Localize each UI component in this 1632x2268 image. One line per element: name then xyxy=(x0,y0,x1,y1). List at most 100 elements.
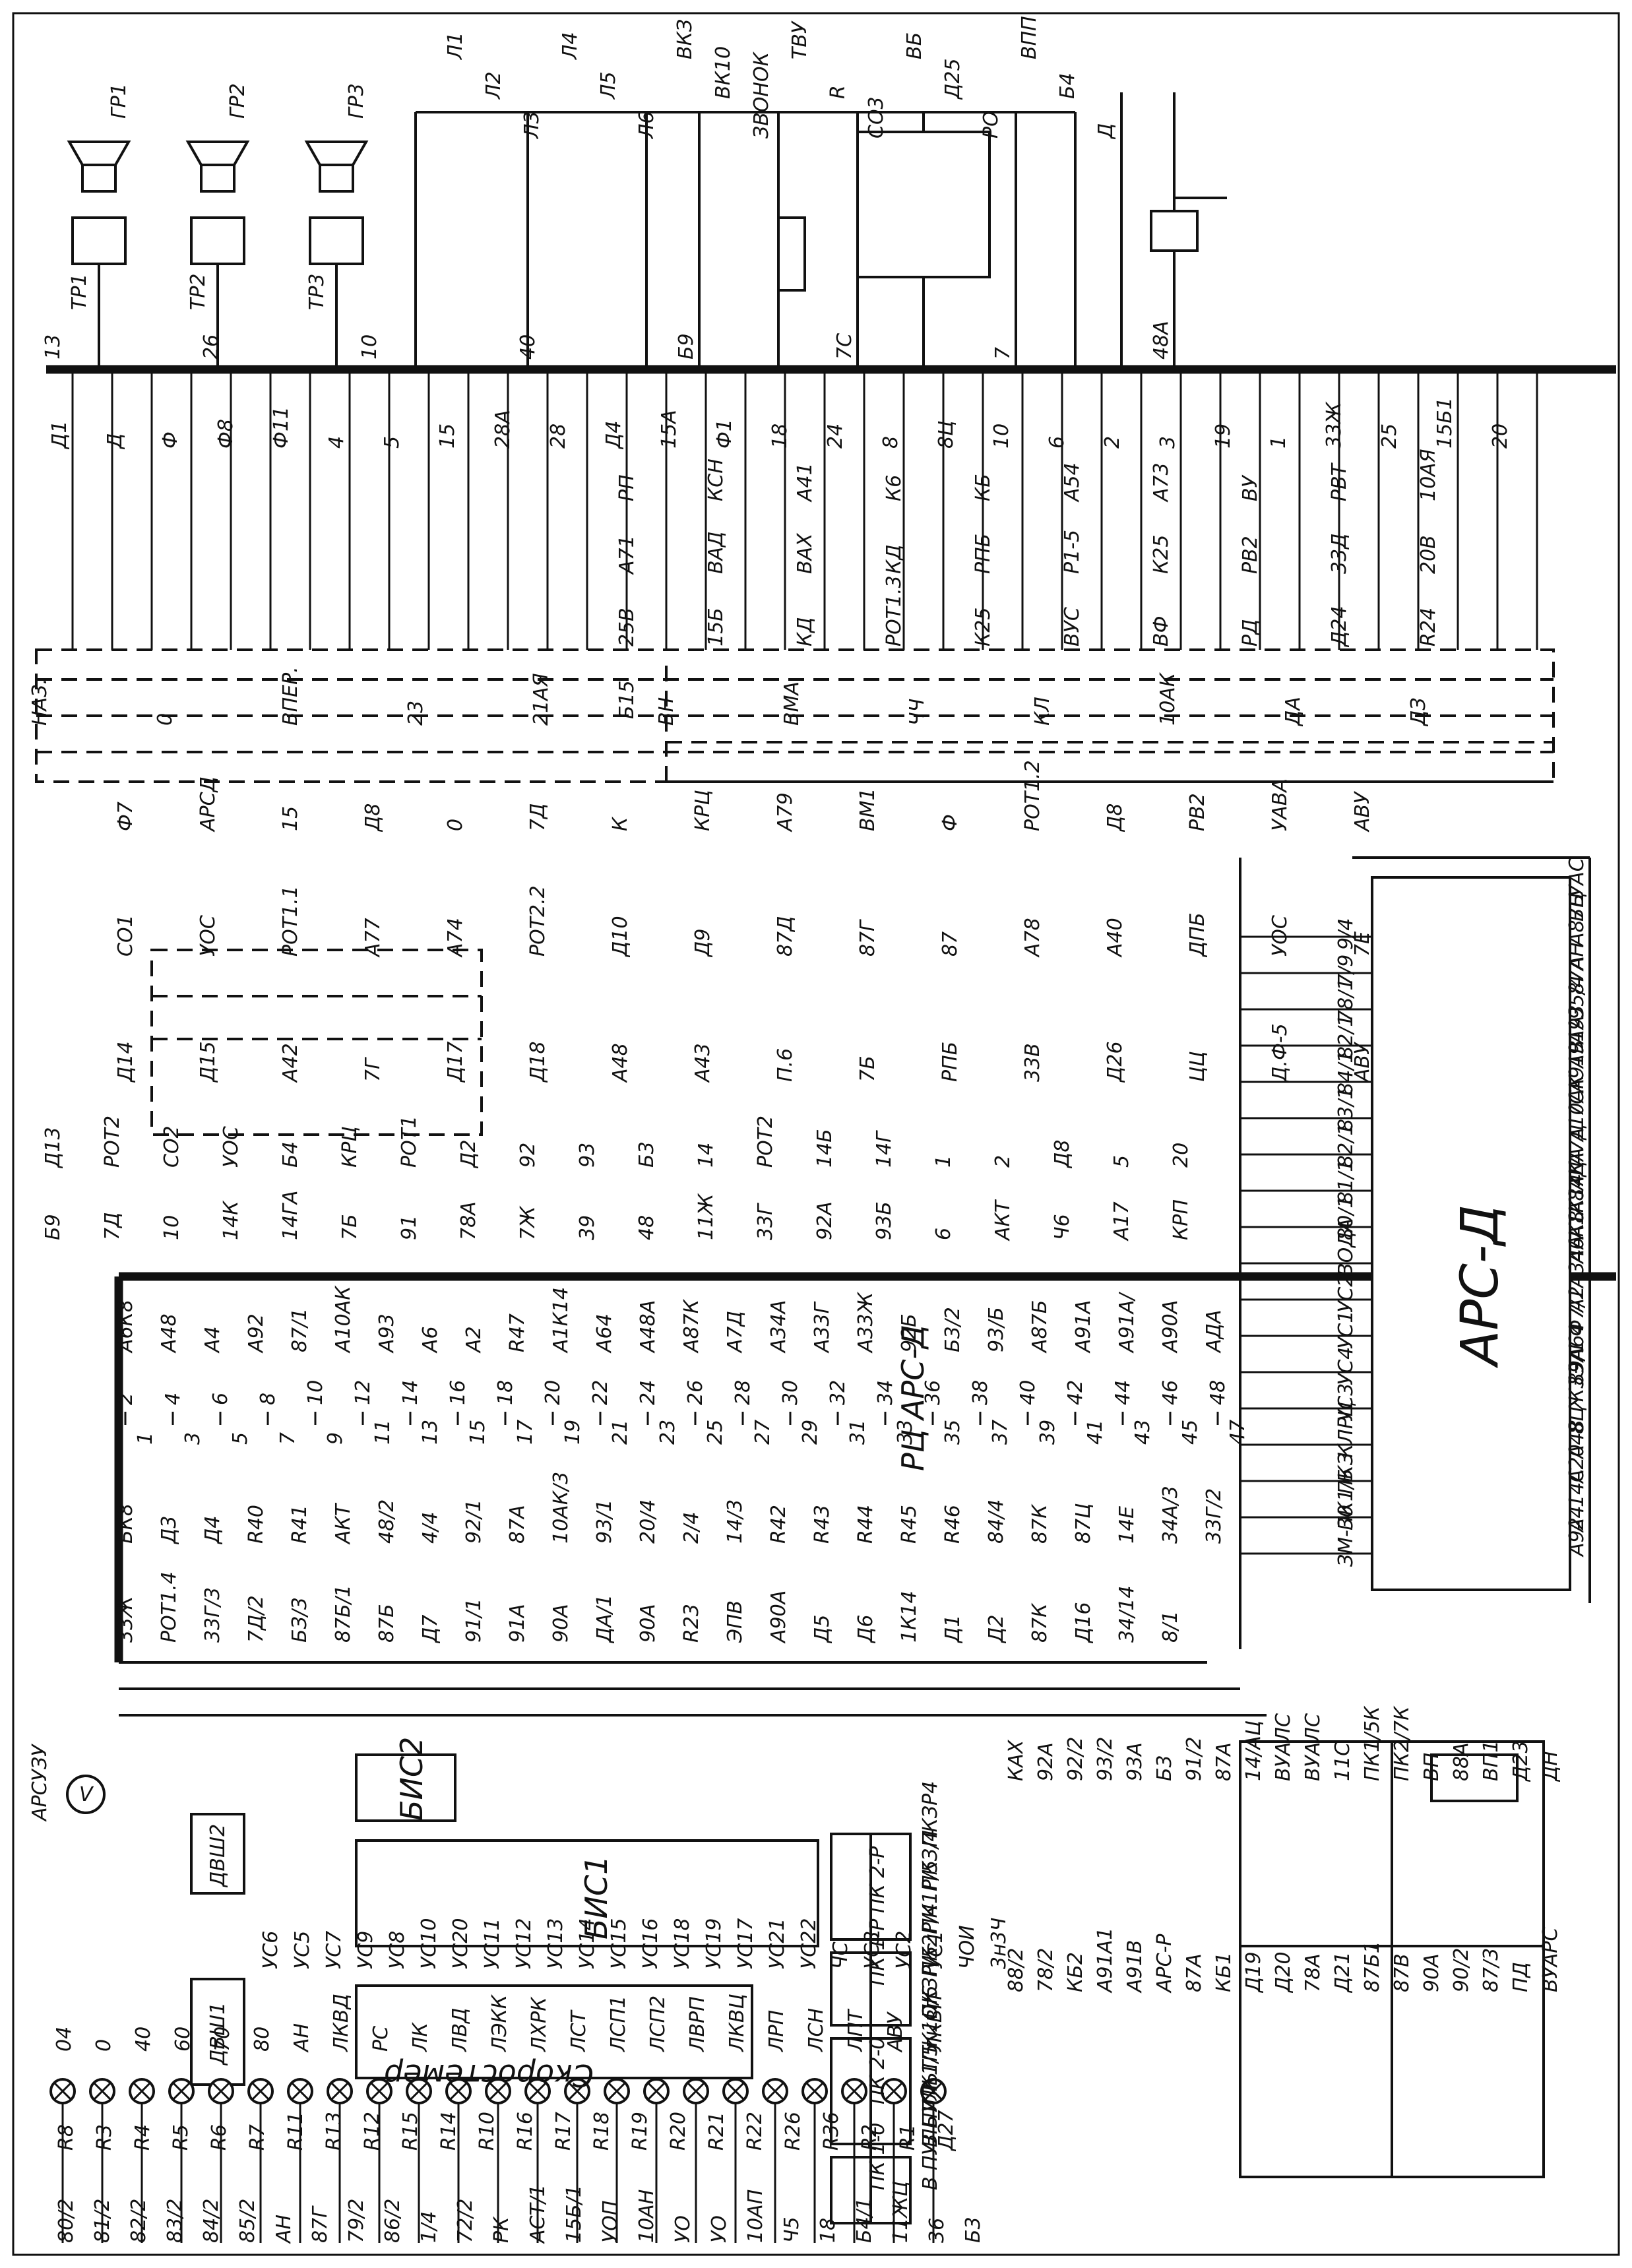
left-column-label: 92А xyxy=(813,1201,836,1240)
rc-title: РЦ АРС-Д xyxy=(895,1325,931,1471)
lamp-terminal-label: 15Б/1 xyxy=(563,2185,586,2243)
controller-label: ВМА xyxy=(780,681,803,726)
lamp-label: ЛПТ xyxy=(844,2008,867,2052)
lamp-terminal-label: 87Г xyxy=(309,2205,332,2243)
top-component-label: Д25 xyxy=(941,58,964,100)
indicator-lamp-icon xyxy=(49,2078,76,2104)
arsd-right-pin: А48 xyxy=(1565,1420,1588,1460)
transformer-label: ТР1 xyxy=(68,273,91,310)
lamp-terminal-label: 85/2 xyxy=(236,2199,259,2243)
rc-pin-odd: 47 xyxy=(1226,1420,1249,1445)
lamp-label: ЛК xyxy=(409,2021,432,2052)
pk-note-label: ПК1Р/5 xyxy=(919,1860,942,1933)
bus-wire-label: Ф8 xyxy=(214,419,237,449)
left-column-label: 20 xyxy=(1170,1143,1193,1168)
top-terminal-label: 26 xyxy=(200,334,223,360)
mid-label: РОТ1.1 xyxy=(279,885,302,957)
lamp-label: 40 xyxy=(132,2027,155,2052)
bus-wire-label: 10 xyxy=(990,424,1013,449)
top-terminal-label: 10 xyxy=(358,334,381,360)
arsd-title: АРС-Д xyxy=(1451,1205,1510,1369)
rc-pin-odd: 21 xyxy=(609,1420,632,1445)
left-column-label: 48 xyxy=(635,1215,658,1240)
lamp-resistor-label: R13 xyxy=(323,2112,346,2151)
bus-wire-label: Д4 xyxy=(602,420,625,450)
bottom-right-label: ВП1 xyxy=(1480,1740,1503,1781)
arsd-right-pin: А92 xyxy=(1565,1517,1588,1558)
signal-pin-label: УС7 xyxy=(323,1931,346,1969)
lamp-terminal-label: 83/2 xyxy=(164,2199,187,2243)
pk-block-label: ПК 1-0 xyxy=(866,2123,889,2190)
arsd-left-pin: 81/1 xyxy=(1334,1160,1358,1204)
controller-box xyxy=(35,648,1555,783)
arsd-right-pin: ЖЗЭА xyxy=(1565,1348,1588,1411)
left-column-label: 93 xyxy=(576,1143,599,1168)
arsd-right-pin: А87К xyxy=(1565,1160,1588,1216)
relay-label: РВ2 xyxy=(1239,536,1262,574)
bus-drop-lines xyxy=(71,373,1538,650)
lamp-label: ЛВРП xyxy=(686,1996,709,2052)
top-section xyxy=(46,92,1616,1281)
rc-pin-odd: 9 xyxy=(324,1432,347,1445)
mid-label: К xyxy=(609,816,632,831)
indicator-lamp-icon xyxy=(208,2078,234,2104)
arsd-right-pin: А4 xyxy=(1565,1505,1588,1533)
bottom-right-label: 88/2 xyxy=(1005,1948,1028,1992)
rc-right-label: Д4 xyxy=(201,1515,224,1545)
lamp-label: ЛРП xyxy=(765,2010,788,2052)
rc-pin-odd: 17 xyxy=(514,1420,537,1445)
relay-label: К25 xyxy=(972,608,995,646)
lamp-terminal-label: Ч5 xyxy=(780,2217,803,2243)
lamp-resistor-label: R21 xyxy=(705,2112,728,2151)
relay-label: ВУС xyxy=(1061,607,1084,646)
rc-right-label: 87Б/1 xyxy=(332,1585,355,1643)
bus-wire-label: 18 xyxy=(769,424,792,449)
arsd-right-pin: АН xyxy=(1565,942,1588,972)
bus-wire-label: 28А xyxy=(491,410,515,449)
rc-left-label: А33Ж xyxy=(854,1291,877,1354)
pk-note-label: В ПУЛЬТ xyxy=(919,2101,942,2190)
rc-right-label: БК8 xyxy=(114,1503,137,1544)
arsd-left-pin: 82/1 xyxy=(1334,1123,1358,1168)
dvsh1-box xyxy=(190,1978,245,2086)
bus-wire-label: 3 xyxy=(1156,436,1179,449)
lamp-resistor-label: R2 xyxy=(858,2124,881,2151)
arsd-right-pin: А34А xyxy=(1565,1236,1588,1289)
pk-note-label: В ПУЛЬТ xyxy=(919,2058,942,2147)
speedometer-label: Скоростемер xyxy=(384,2058,594,2093)
mid-label: Ф xyxy=(939,814,962,831)
bottom-right-label: 90/2 xyxy=(1450,1948,1473,1992)
rc-pin-odd: 29 xyxy=(799,1420,822,1445)
rc-right-label: R42 xyxy=(767,1505,790,1544)
lamp-terminal-label: 81/2 xyxy=(91,2199,114,2243)
bottom-right-label: ПД xyxy=(1509,1962,1532,1992)
rc-pin-even: 6 xyxy=(209,1393,232,1405)
rc-pin-odd: 33 xyxy=(894,1420,917,1445)
rc-right-label: 7Д/2 xyxy=(245,1595,268,1643)
speedometer-box xyxy=(355,1984,753,2079)
pk-block-label: ПК 1-Р xyxy=(866,1918,889,1986)
left-column-label: АКТ xyxy=(991,1199,1015,1242)
top-lamps xyxy=(414,92,1227,369)
lamp-terminal-label: 1/4 xyxy=(418,2211,441,2243)
arsd-right-pin: А2 xyxy=(1565,1286,1588,1313)
rc-pin-even: 24 xyxy=(637,1380,660,1405)
rc-right-label: 20/4 xyxy=(637,1499,660,1544)
arsd-right-pin: А6К8 xyxy=(1565,1211,1588,1265)
bottom-right-label: КБ2 xyxy=(1064,1952,1087,1992)
mid-label: СО1 xyxy=(114,914,137,957)
mid-label: 87 xyxy=(939,931,962,957)
rc-pin-odd: 3 xyxy=(181,1432,204,1445)
rc-right-label: 14/3 xyxy=(724,1499,747,1544)
lamp-label: 04 xyxy=(53,2027,76,2052)
rc-right-label: 48/2 xyxy=(375,1499,398,1544)
rc-pin-odd: 1 xyxy=(134,1432,157,1445)
rc-pin-odd: 27 xyxy=(751,1420,774,1445)
arsd-left-pin: КЛРЦ xyxy=(1334,1402,1358,1458)
relay-label: ВАД xyxy=(705,531,728,574)
bus-wire-label: 28 xyxy=(547,424,570,449)
bottom-right-label: А91В xyxy=(1123,1940,1146,1994)
left-mid-box xyxy=(150,949,483,1136)
left-column-label: 92 xyxy=(517,1143,540,1168)
